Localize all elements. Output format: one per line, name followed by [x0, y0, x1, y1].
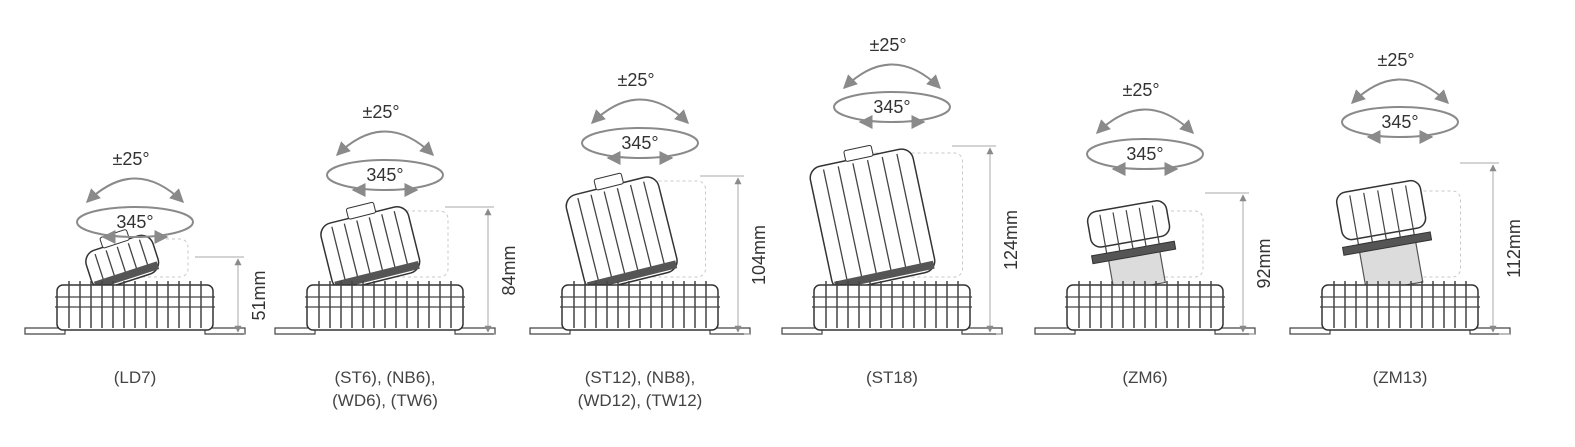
lamp-head [1335, 179, 1433, 293]
fixture-caption-line: (ST18) [866, 368, 918, 387]
fixture-caption-line: (WD6), (TW6) [332, 391, 438, 410]
connector-cap [593, 172, 624, 191]
rotation-ellipse [581, 127, 699, 159]
fixture-caption-line: (ZM13) [1372, 368, 1428, 387]
fixture-caption-line: (LD7) [113, 368, 157, 387]
fixture-zm13: ±25° 345° 112mm [1289, 50, 1524, 335]
height-label: 104mm [749, 225, 769, 285]
tilt-arrow [842, 63, 942, 89]
fixture-caption: (ZM13) [1280, 366, 1520, 389]
fixture-zm6: ±25° 345° 92mm [1034, 80, 1274, 335]
rotation-angle-label: 345° [116, 212, 153, 232]
tilt-angle-label: ±25° [362, 102, 399, 122]
tilt-ghost-outline [1132, 210, 1204, 278]
connector-cap [345, 201, 376, 220]
fixture-caption-line: (ST12), (NB8), [584, 368, 696, 387]
tilt-angle-label: ±25° [112, 149, 149, 169]
lamp-head [85, 229, 160, 290]
rotation-angle-label: 345° [621, 133, 658, 153]
lamp-head [320, 201, 421, 291]
fixture-st18: ±25° 345° 124mm [781, 35, 1021, 335]
tilt-angle-label: ±25° [869, 35, 906, 55]
rotation-ellipse [1086, 138, 1204, 170]
rotation-angle-label: 345° [1381, 112, 1418, 132]
fixture-ld7: ±25° 345° 51mm [24, 149, 269, 335]
fixture-caption: (ST18) [772, 366, 1012, 389]
height-label: 124mm [1001, 210, 1021, 270]
rotation-angle-label: 345° [873, 97, 910, 117]
rotation-ellipse [76, 206, 194, 238]
lamp-head [809, 144, 936, 291]
rotation-ellipse [1341, 106, 1459, 138]
fixture-caption-line: (WD12), (TW12) [577, 391, 703, 410]
rotation-ellipse [833, 91, 951, 123]
tilt-arrow [1095, 108, 1195, 134]
fixture-caption: (LD7) [15, 366, 255, 389]
connector-cap [843, 144, 874, 162]
tilt-angle-label: ±25° [617, 70, 654, 90]
height-label: 92mm [1254, 238, 1274, 288]
lamp-head [565, 172, 678, 291]
tilt-arrow [335, 130, 435, 156]
rotation-ellipse [326, 159, 444, 191]
fixture-st12: ±25° 345° 104mm [529, 70, 769, 335]
fixture-st6: ±25° 345° 84mm [274, 102, 519, 335]
fixture-caption-line: (ST6), (NB6), [334, 368, 436, 387]
tilt-arrow [85, 177, 185, 203]
height-label: 84mm [499, 245, 519, 295]
tilt-angle-label: ±25° [1377, 50, 1414, 70]
rotation-angle-label: 345° [366, 165, 403, 185]
fixture-caption: (ZM6) [1025, 366, 1265, 389]
fixture-caption: (ST6), (NB6), (WD6), (TW6) [265, 366, 505, 412]
fixture-caption: (ST12), (NB8), (WD12), (TW12) [520, 366, 760, 412]
height-label: 51mm [249, 270, 269, 320]
height-label: 112mm [1504, 219, 1524, 278]
fixture-caption-line: (ZM6) [1122, 368, 1168, 387]
rotation-angle-label: 345° [1126, 144, 1163, 164]
tilt-angle-label: ±25° [1122, 80, 1159, 100]
tilt-ghost-outline [867, 152, 963, 278]
tilt-arrow [590, 98, 690, 124]
tilt-arrow [1350, 78, 1450, 104]
lamp-head [1086, 200, 1177, 293]
